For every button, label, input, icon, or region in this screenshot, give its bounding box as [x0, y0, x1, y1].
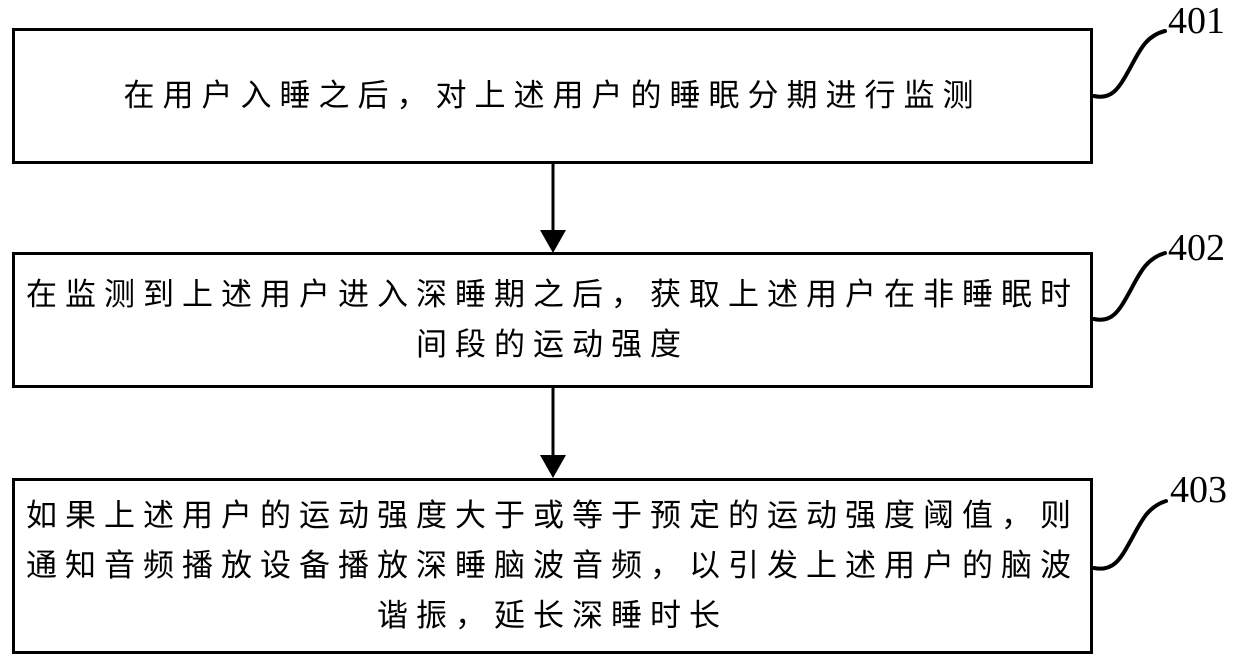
step-401-ref-label: 401 — [1168, 0, 1225, 42]
step-402-ref-label: 402 — [1168, 227, 1225, 269]
step-403-text-line: 谐振，延长深睡时长 — [377, 598, 728, 633]
down-arrow-2 — [540, 388, 566, 478]
down-arrow-1 — [540, 164, 566, 253]
step-403-box: 如果上述用户的运动强度大于或等于预定的运动强度阈值，则 通知音频播放设备播放深睡… — [12, 478, 1093, 654]
step-403-text-line: 通知音频播放设备播放深睡脑波音频，以引发上述用户的脑波 — [26, 548, 1079, 583]
step-403-text-line: 如果上述用户的运动强度大于或等于预定的运动强度阈值，则 — [26, 498, 1079, 533]
step-402-text-line: 间段的运动强度 — [416, 327, 689, 362]
leader-curve-403 — [1092, 499, 1168, 571]
leader-curve-402 — [1092, 251, 1167, 322]
leader-curve-401 — [1092, 29, 1167, 99]
step-402-text-line: 在监测到上述用户进入深睡期之后，获取上述用户在非睡眠时 — [26, 277, 1079, 312]
step-401-text-line: 在用户入睡之后，对上述用户的睡眠分期进行监测 — [123, 78, 982, 113]
step-403-ref-label: 403 — [1170, 469, 1227, 511]
step-401-box: 在用户入睡之后，对上述用户的睡眠分期进行监测 — [12, 28, 1093, 164]
step-402-box: 在监测到上述用户进入深睡期之后，获取上述用户在非睡眠时 间段的运动强度 — [12, 252, 1093, 388]
